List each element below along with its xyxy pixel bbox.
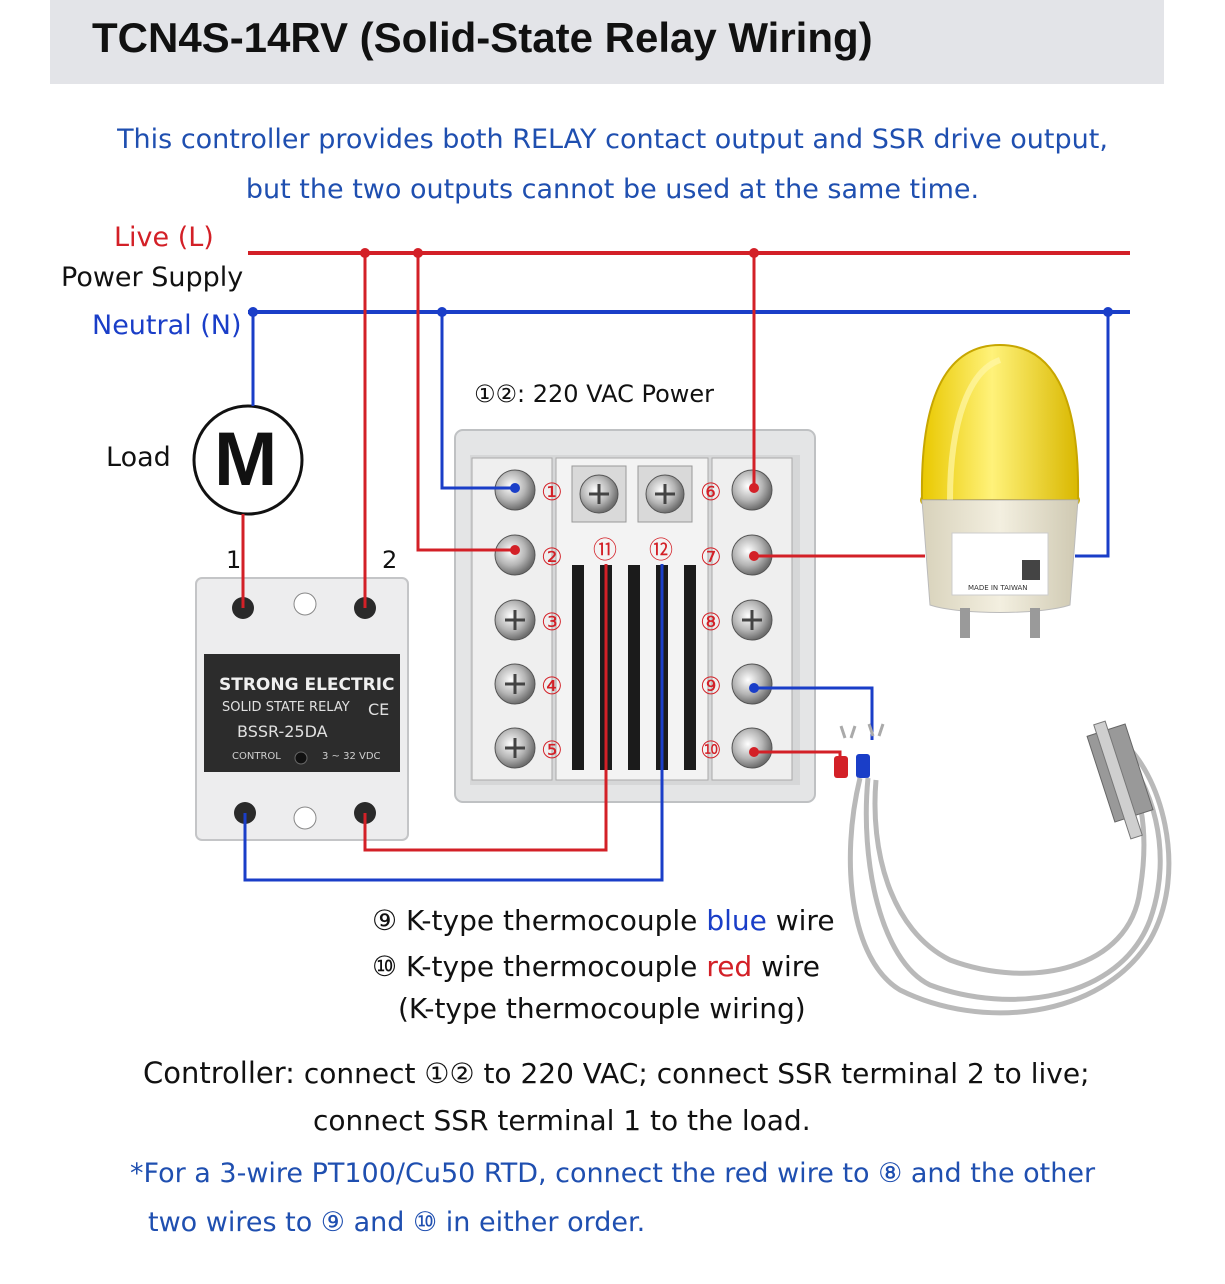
ssr-brand: STRONG ELECTRIC (219, 675, 395, 695)
terminal-7: ⑦ (700, 543, 722, 571)
controller-note-line-1: Controller: connect ①② to 220 VAC; conne… (143, 1056, 1090, 1090)
motor-symbol (192, 404, 304, 516)
rtd-note-line-1: *For a 3-wire PT100/Cu50 RTD, connect th… (130, 1158, 1096, 1189)
title-bar (50, 0, 1164, 84)
motor-letter: M (214, 417, 278, 502)
terminal-3: ③ (541, 608, 563, 636)
ssr-model: BSSR-25DA (237, 722, 328, 741)
neutral-label: Neutral (N) (92, 310, 242, 341)
ssr-terminal-2: 2 (382, 546, 398, 574)
live-label: Live (L) (114, 222, 214, 253)
terminal-8: ⑧ (700, 608, 722, 636)
lamp-label: MADE IN TAIWAN (968, 584, 1028, 592)
intro-line-2: but the two outputs cannot be used at th… (245, 174, 980, 205)
controller-note-line-2: connect SSR terminal 1 to the load. (313, 1104, 811, 1137)
page-title: TCN4S-14RV (Solid-State Relay Wiring) (92, 14, 873, 61)
terminal-10: ⑩ (700, 736, 722, 764)
terminal-2: ② (541, 543, 563, 571)
terminal-6: ⑥ (700, 478, 722, 506)
terminal-4: ④ (541, 672, 563, 700)
terminal-9: ⑨ (700, 672, 722, 700)
terminal-1: ① (541, 478, 563, 506)
ssr-type: SOLID STATE RELAY (222, 700, 350, 715)
terminal-11: ⑪ (593, 536, 617, 564)
intro-line-1: This controller provides both RELAY cont… (117, 124, 1108, 155)
ssr-voltage: 3 ~ 32 VDC (322, 751, 381, 762)
terminal-5: ⑤ (541, 736, 563, 764)
tc-line-3: (K-type thermocouple wiring) (398, 992, 806, 1025)
load-label: Load (106, 442, 171, 473)
rtd-note-line-2: two wires to ⑨ and ⑩ in either order. (148, 1207, 646, 1238)
tc-line-2: ⑩ K-type thermocouple red wire (372, 950, 820, 983)
lamp-dome (920, 343, 1080, 501)
terminal-12: ⑫ (649, 536, 673, 564)
ssr-control: CONTROL (232, 751, 281, 762)
power-note: ①②: 220 VAC Power (474, 380, 715, 408)
ce-mark: CE (368, 700, 390, 719)
ssr-terminal-1: 1 (226, 546, 242, 574)
tc-line-1: ⑨ K-type thermocouple blue wire (372, 904, 835, 937)
power-supply-label: Power Supply (61, 262, 244, 293)
